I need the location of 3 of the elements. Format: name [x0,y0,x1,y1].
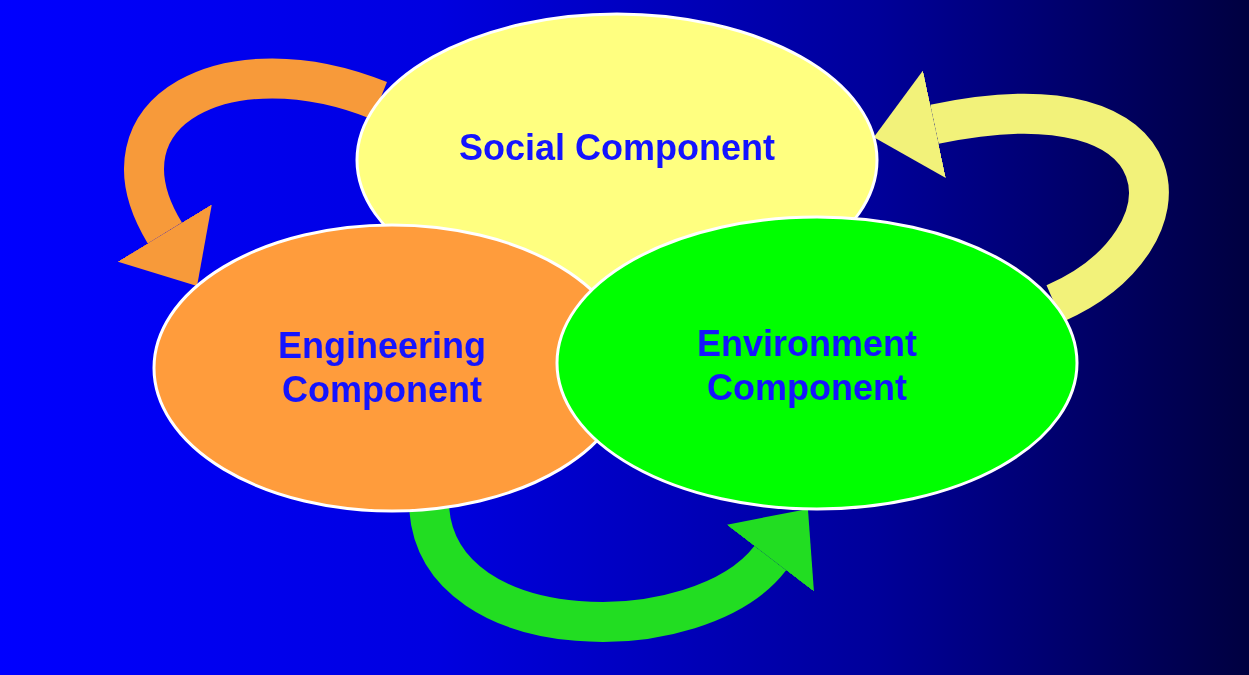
component-label: Engineering Component [277,324,487,412]
component-label: Environment Component [696,322,918,410]
component-label: Social Component [459,126,775,170]
